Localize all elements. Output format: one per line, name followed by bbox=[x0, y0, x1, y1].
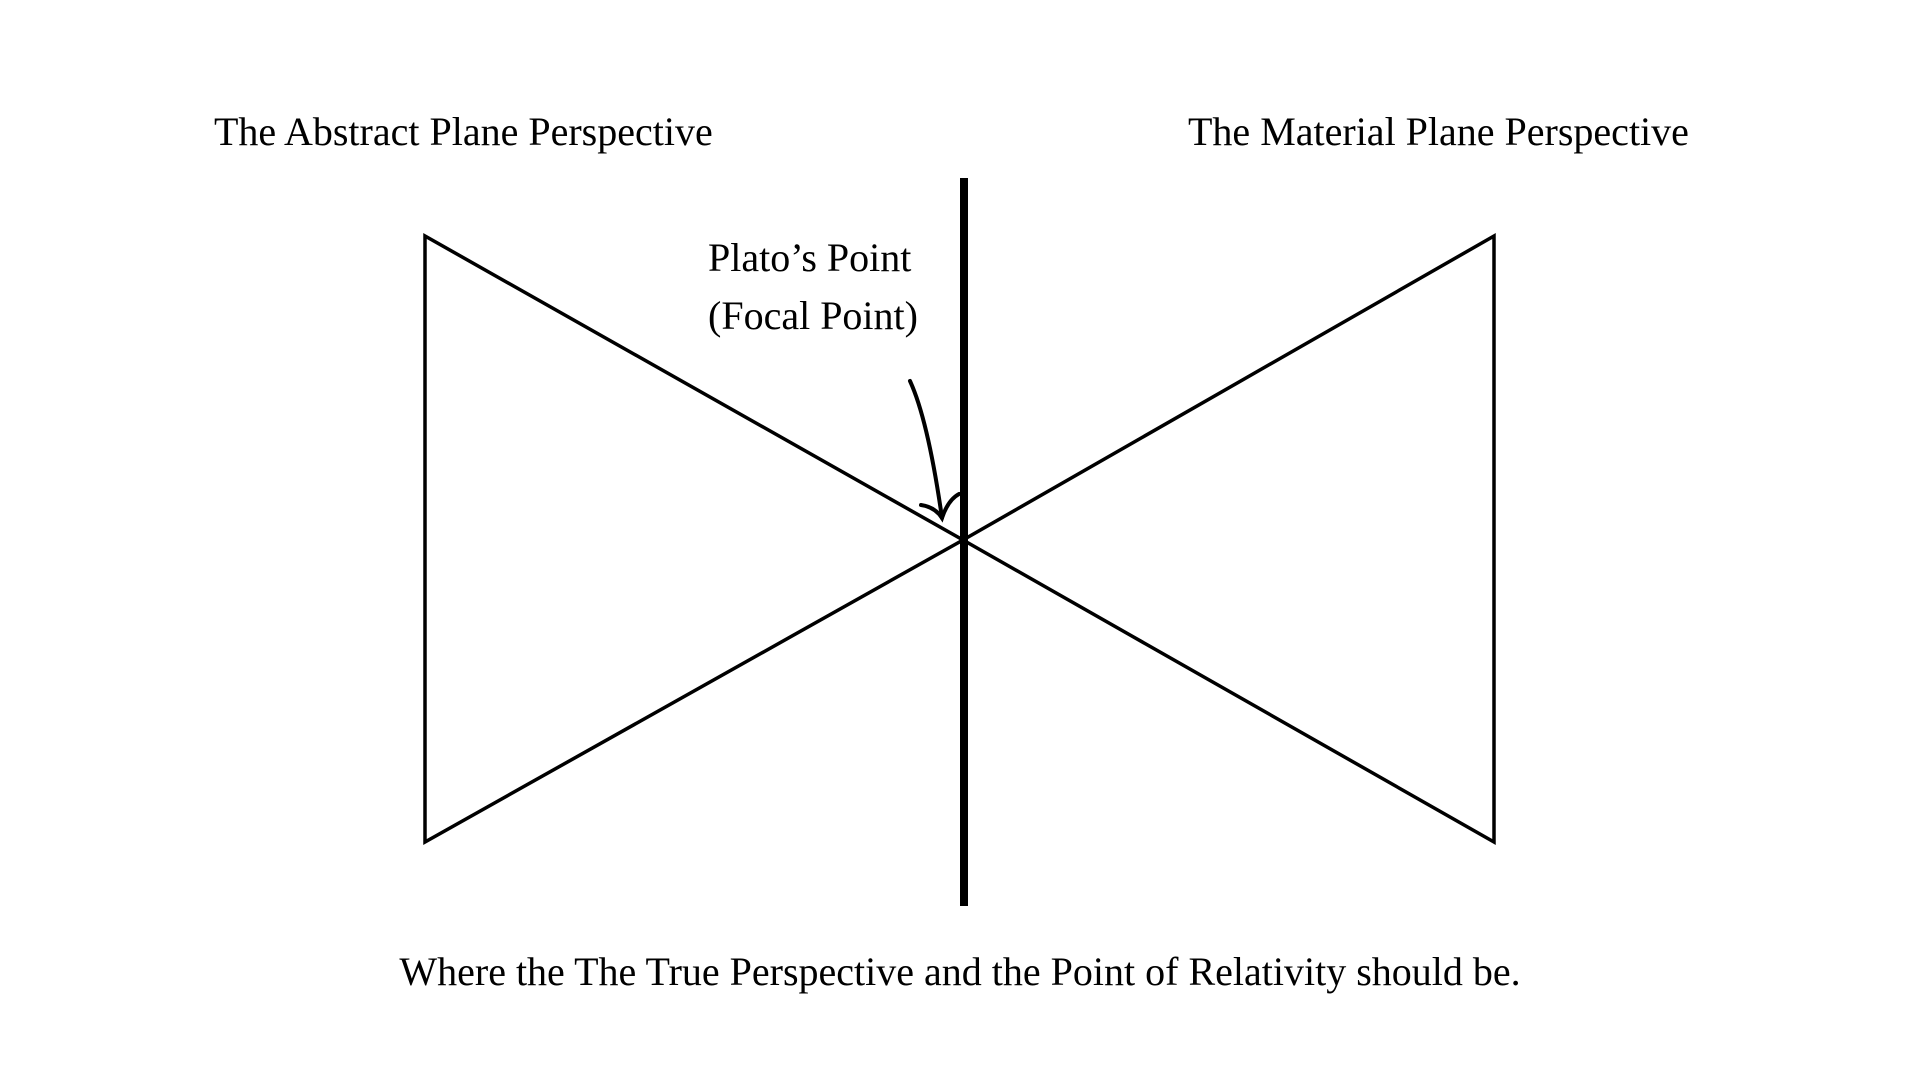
right-title: The Material Plane Perspective bbox=[1188, 109, 1689, 154]
arrowhead-icon bbox=[919, 492, 961, 523]
caption: Where the The True Perspective and the P… bbox=[399, 949, 1521, 994]
right-triangle bbox=[959, 232, 1496, 846]
focal-point-sublabel: (Focal Point) bbox=[708, 293, 918, 338]
arrow-icon bbox=[908, 379, 944, 520]
focal-point-label: Plato’s Point bbox=[708, 235, 912, 280]
left-title: The Abstract Plane Perspective bbox=[214, 109, 713, 154]
left-triangle bbox=[423, 233, 967, 845]
